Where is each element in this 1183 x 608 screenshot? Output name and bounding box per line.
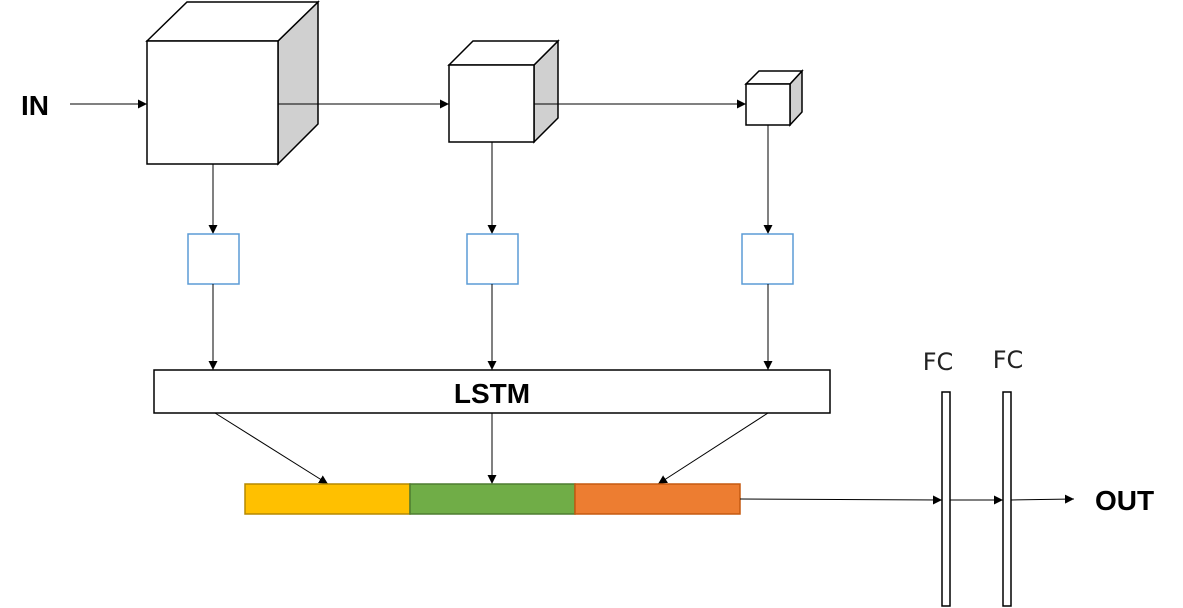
pooling-box-2 <box>466 233 519 285</box>
cube-1-front <box>146 40 279 165</box>
fc1-layer <box>941 391 951 607</box>
pooling-box-3 <box>741 233 794 285</box>
vector-segment-1 <box>244 483 411 515</box>
fc2-label: FC <box>993 346 1024 374</box>
vector-to-fc1-arrow <box>739 495 943 505</box>
fc2-layer <box>1002 391 1012 607</box>
fc1-label: FC <box>923 348 954 376</box>
feature-cube-2 <box>447 39 560 144</box>
vector-segment-2 <box>409 483 576 515</box>
lstm-to-segment-1-arrow <box>214 412 329 485</box>
vector-segment-3 <box>574 483 741 515</box>
cube-3-front <box>745 83 791 126</box>
feature-cube-3 <box>744 69 804 127</box>
fc2-to-output-arrow <box>1010 494 1075 504</box>
input-label: IN <box>21 90 49 121</box>
lstm-to-segment-3-arrow <box>657 412 769 485</box>
cube-2-front <box>448 64 535 143</box>
lstm-block <box>153 369 831 414</box>
concatenated-vector <box>244 483 741 515</box>
pooling-box-1 <box>187 233 240 285</box>
lstm-label: LSTM <box>454 378 530 409</box>
output-label: OUT <box>1095 485 1154 516</box>
feature-cube-1 <box>145 0 320 166</box>
